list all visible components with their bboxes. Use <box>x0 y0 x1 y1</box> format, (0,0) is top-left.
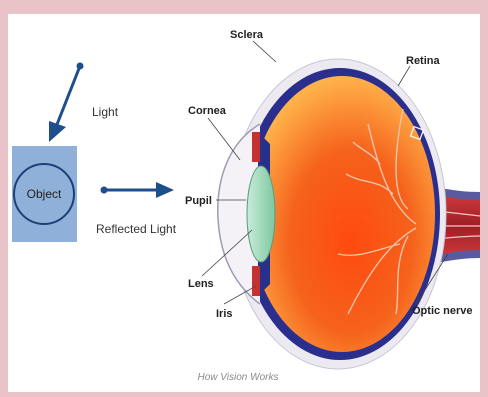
sclera-label: Sclera <box>230 29 264 41</box>
eye-diagram: Light Object Reflected Light <box>8 14 480 392</box>
lens-label: Lens <box>188 278 214 290</box>
pupil-label: Pupil <box>185 195 212 207</box>
diagram-frame: Light Object Reflected Light <box>8 14 480 392</box>
reflected-light-arrow <box>101 182 175 198</box>
eye-interior <box>249 76 435 352</box>
cornea-label: Cornea <box>188 105 227 117</box>
retina-label: Retina <box>406 55 441 67</box>
iris-label: Iris <box>216 308 233 320</box>
reflected-light-label: Reflected Light <box>96 222 177 236</box>
incoming-light-arrow <box>49 63 84 143</box>
diagram-caption: How Vision Works <box>198 372 279 383</box>
lens <box>247 166 275 262</box>
light-label: Light <box>92 105 119 119</box>
optic-nerve-label: Optic nerve <box>412 305 473 317</box>
object-label: Object <box>27 187 62 201</box>
